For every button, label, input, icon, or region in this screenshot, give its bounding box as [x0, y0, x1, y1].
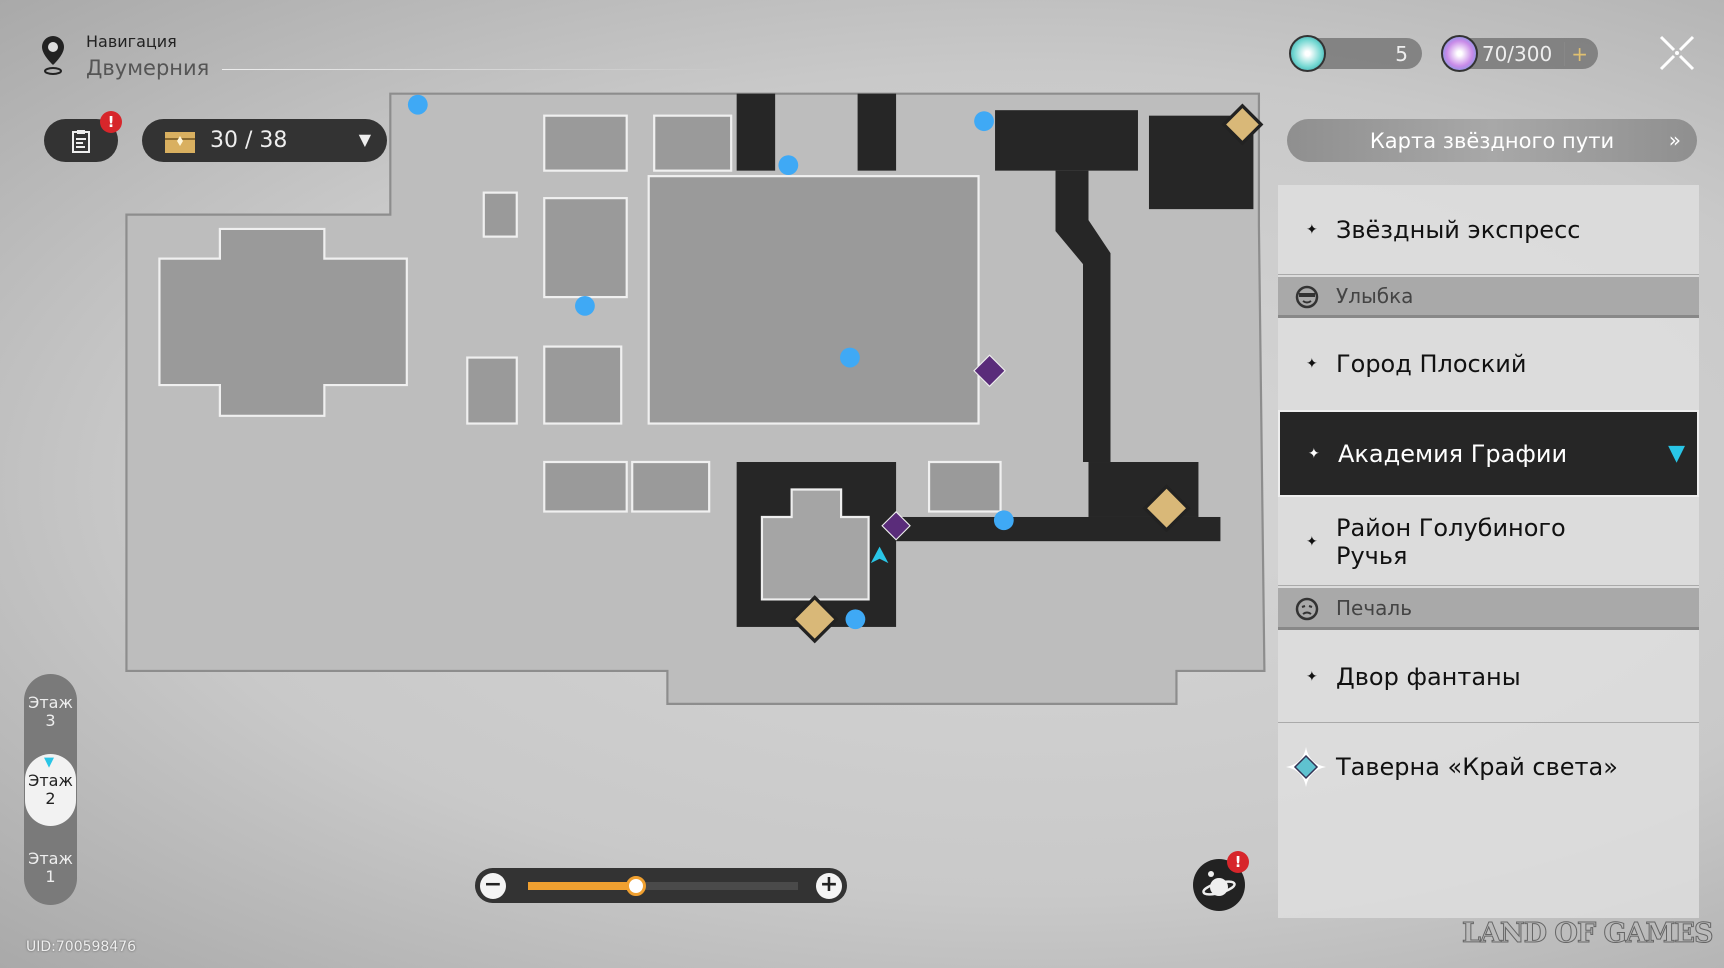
zoom-fill [528, 882, 636, 890]
teleport-marker-icon [840, 347, 860, 368]
dropdown-arrow-icon: ▼ [358, 130, 371, 149]
currency-fuel: 5 [1289, 35, 1422, 72]
purple-marker-icon [973, 354, 1006, 388]
location-group: Печаль [1278, 588, 1699, 630]
teleport-marker-icon [407, 94, 428, 115]
location-item-current[interactable]: Таверна «Край света» [1278, 726, 1699, 808]
fuel-count: 5 [1395, 41, 1408, 66]
location-list: ✦Звёздный экспресс Улыбка ✦Город Плоский… [1278, 185, 1699, 918]
fuel-orb-icon [1289, 35, 1326, 72]
quest-marker-icon [1221, 103, 1264, 146]
zoom-out-button[interactable]: − [480, 873, 506, 899]
divider [222, 69, 742, 70]
quest-marker-icon [790, 595, 839, 644]
chest-count: 30 / 38 [210, 128, 288, 153]
location-item[interactable]: ✦Город Плоский [1306, 349, 1527, 378]
clipboard-icon [72, 129, 90, 153]
zoom-control: − + [475, 868, 847, 903]
star-icon: ✦ [1306, 534, 1318, 550]
close-icon[interactable] [1658, 34, 1696, 72]
teleport-marker-icon [993, 510, 1014, 531]
planet-button[interactable]: ! [1193, 851, 1249, 911]
treasure-chest-icon [165, 131, 195, 153]
star-map-button[interactable]: Карта звёздного пути » [1287, 119, 1697, 162]
player-arrow-icon: ▼ [44, 755, 54, 770]
power-count: 70/300 [1481, 41, 1553, 66]
map-title: Двумерния [86, 56, 210, 80]
star-icon: ✦ [1308, 445, 1320, 462]
zoom-in-button[interactable]: + [816, 873, 842, 899]
smile-face-icon [1295, 285, 1319, 309]
zoom-slider[interactable] [528, 876, 798, 896]
location-item[interactable]: ✦Район Голубиного Ручья [1278, 499, 1699, 586]
teleport-marker-icon [974, 111, 994, 132]
chest-counter-dropdown[interactable]: 30 / 38 ▼ [142, 119, 387, 162]
quest-marker-icon [1142, 484, 1191, 533]
missions-button[interactable]: ! [44, 111, 122, 162]
navigation-label: Навигация [86, 32, 177, 51]
watermark: LAND OF GAMES [1462, 918, 1714, 950]
teleport-marker-icon [575, 295, 595, 316]
alert-badge: ! [100, 111, 122, 133]
currency-trailblaze-power: 70/300 + [1441, 35, 1598, 72]
location-item-selected[interactable]: ✦Академия Графии▼ [1278, 410, 1699, 497]
location-item[interactable]: ✦Звёздный экспресс [1278, 185, 1699, 275]
teleport-marker-icon [845, 609, 866, 630]
power-orb-icon [1441, 35, 1478, 72]
zoom-slider-handle[interactable] [626, 876, 646, 896]
double-chevron-icon: » [1668, 128, 1681, 152]
teleport-marker-icon [778, 155, 799, 176]
star-icon: ✦ [1306, 221, 1318, 238]
purple-marker-icon [881, 511, 911, 541]
player-arrow-icon [870, 546, 889, 564]
planet-icon [1202, 871, 1236, 896]
sad-face-icon [1295, 597, 1319, 620]
add-power-button[interactable]: + [1564, 41, 1588, 66]
star-icon: ✦ [1306, 355, 1318, 372]
user-id: UID:700598476 [26, 939, 137, 955]
sparkle-diamond-icon [1286, 747, 1326, 787]
alert-badge: ! [1227, 851, 1249, 873]
location-group: Улыбка [1278, 277, 1699, 318]
map-pin-icon [42, 36, 64, 75]
location-item[interactable]: ✦Двор фантаны [1278, 632, 1699, 723]
star-map-label: Карта звёздного пути [1369, 128, 1615, 153]
teleport-markers [407, 94, 1264, 644]
player-location-icon: ▼ [1668, 441, 1685, 466]
star-icon: ✦ [1306, 669, 1318, 685]
